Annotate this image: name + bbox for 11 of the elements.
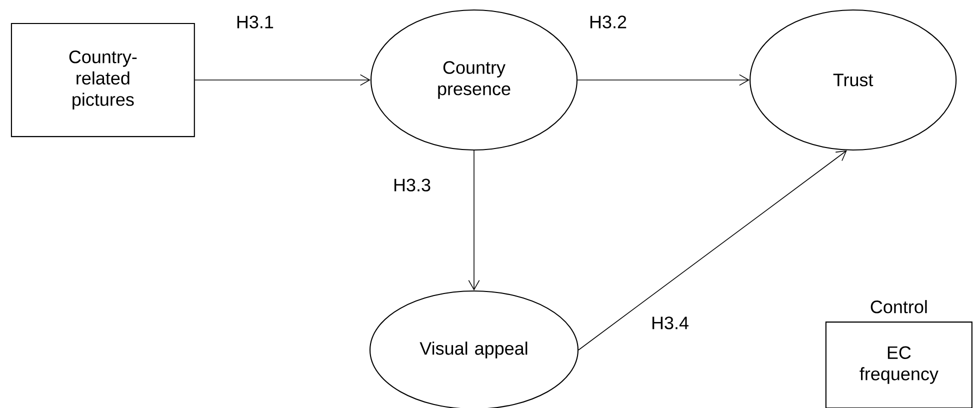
arrow bbox=[577, 74, 750, 86]
variable-box: EC frequency bbox=[825, 322, 972, 408]
box-heading: Control bbox=[870, 300, 927, 314]
arrow bbox=[468, 150, 480, 290]
edge-label: H3.1 bbox=[234, 14, 276, 30]
edge-label: H3.3 bbox=[392, 177, 432, 193]
arrow bbox=[578, 150, 847, 350]
edge-label: H3.2 bbox=[588, 14, 628, 30]
variable-box: Country-related pictures bbox=[10, 22, 195, 138]
arrow bbox=[194, 74, 370, 86]
edge-label: H3.4 bbox=[650, 315, 690, 331]
